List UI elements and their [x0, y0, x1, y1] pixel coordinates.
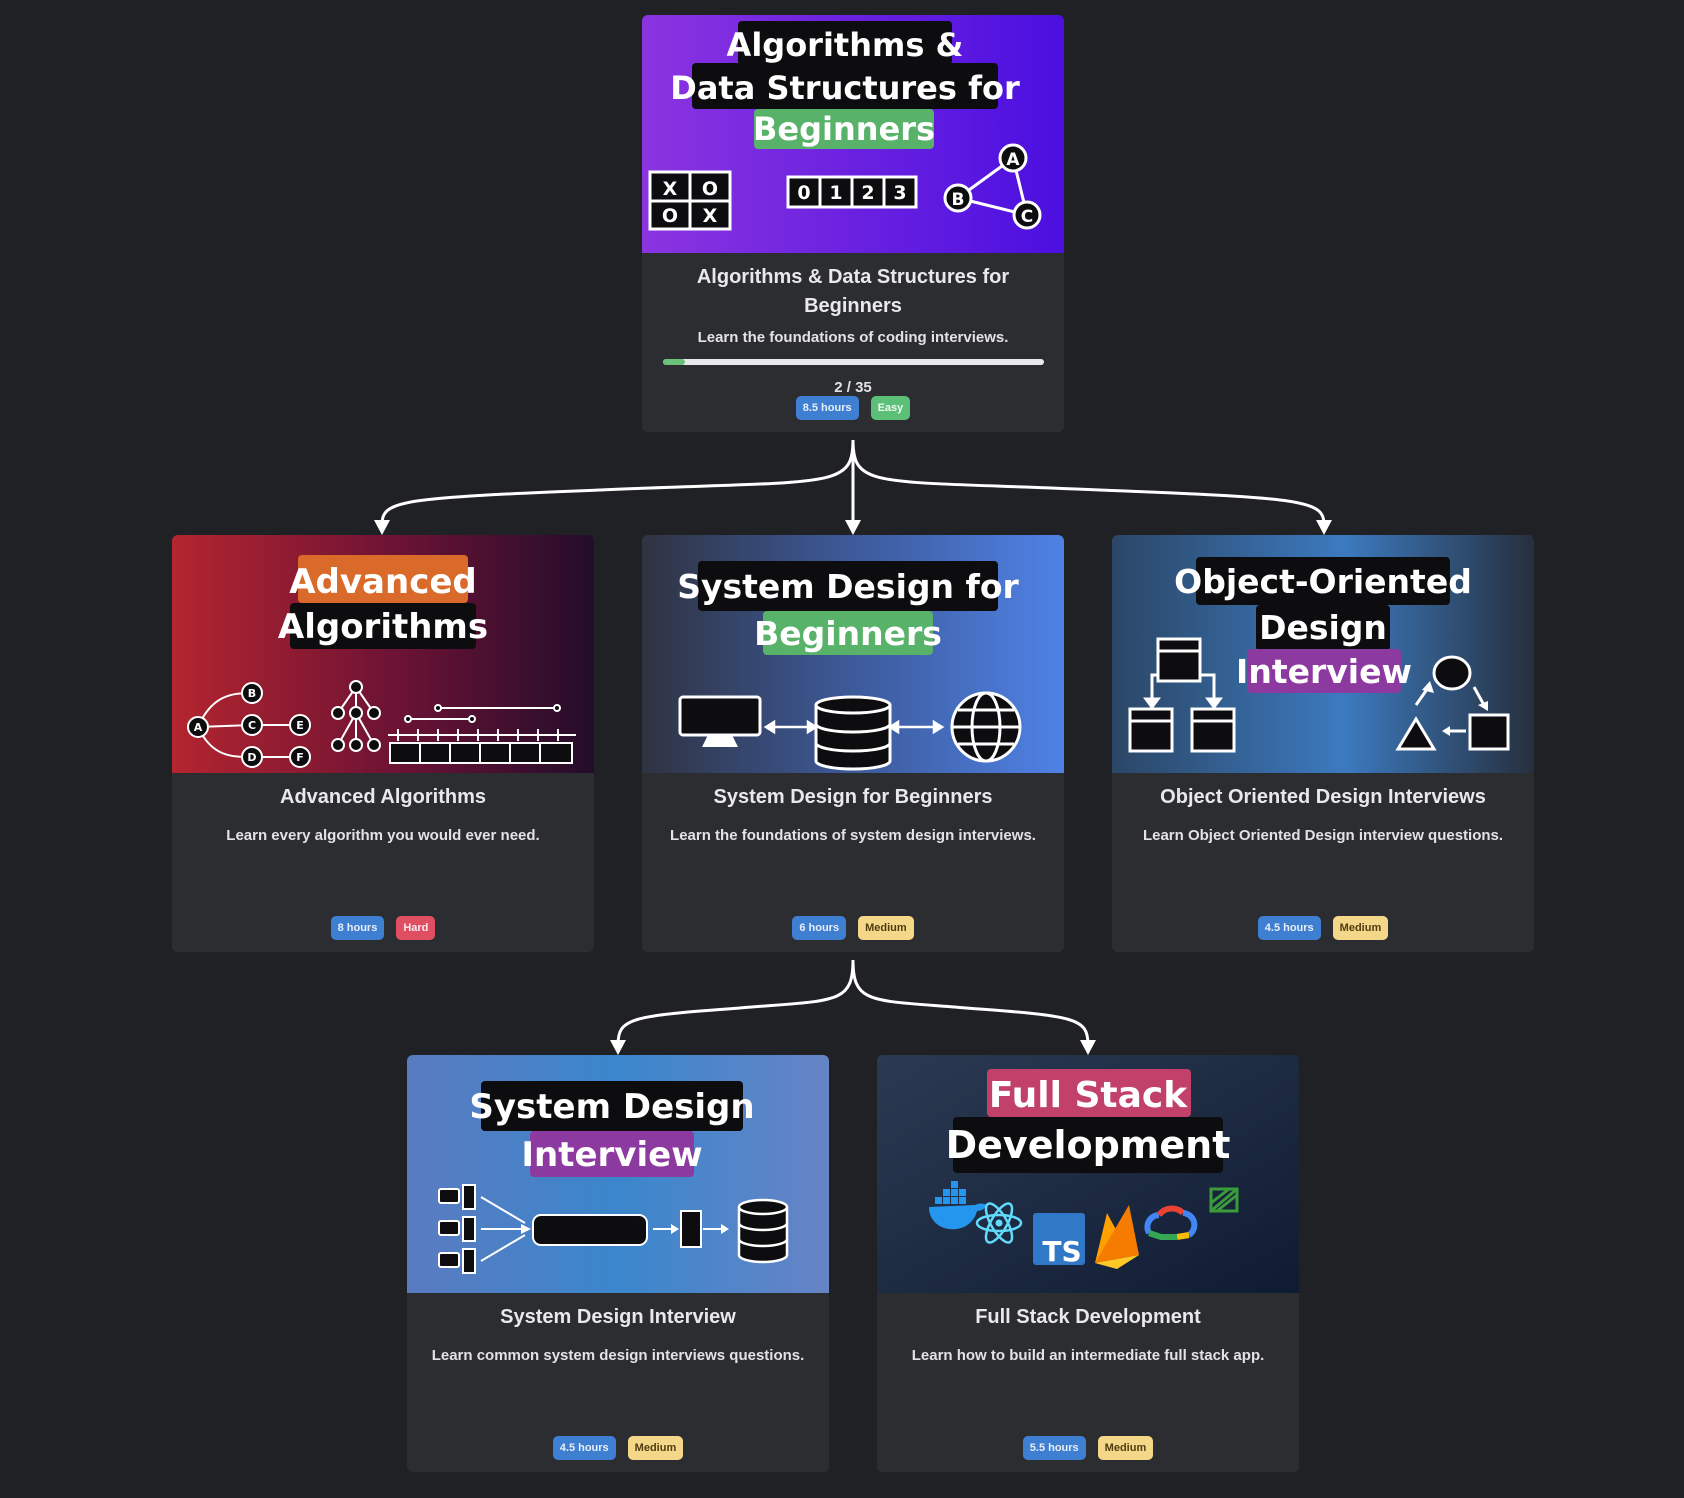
svg-text:B: B	[248, 687, 256, 700]
progress-count: 2 / 35	[834, 379, 872, 396]
globe-icon	[950, 691, 1022, 763]
svg-text:F: F	[296, 751, 304, 764]
react-icon	[975, 1202, 1023, 1244]
svg-text:E: E	[296, 719, 304, 732]
tic-tac-toe-icon: X O O X	[648, 170, 732, 231]
google-cloud-icon	[1144, 1205, 1198, 1240]
badge-row: 4.5 hours Medium	[1112, 916, 1534, 940]
badge-row: 8 hours Hard	[172, 916, 594, 940]
difficulty-badge: Hard	[396, 916, 436, 940]
clients-icon	[438, 1184, 476, 1274]
course-card-algorithms-beginners[interactable]: Algorithms & Data Structures for Beginne…	[642, 15, 1064, 432]
course-title: Algorithms & Data Structures for Beginne…	[696, 266, 1010, 317]
difficulty-badge: Easy	[870, 396, 911, 420]
difficulty-badge: Medium	[1097, 1436, 1154, 1460]
course-title: System Design Interview	[500, 1306, 736, 1328]
graph-icon: A B C	[943, 143, 1042, 230]
course-description: Learn the foundations of system design i…	[670, 827, 1036, 844]
svg-text:0: 0	[797, 182, 810, 204]
difficulty-badge: Medium	[858, 916, 914, 940]
banner-line-3: Beginners	[753, 110, 935, 148]
badge-row: 4.5 hours Medium	[407, 1436, 829, 1460]
progress-bar-fill	[663, 359, 685, 365]
banner-line-1: Full Stack	[989, 1075, 1188, 1116]
firebase-icon	[1095, 1205, 1139, 1269]
ffmpeg-icon	[1209, 1187, 1239, 1213]
course-description: Learn common system design interviews qu…	[431, 1347, 805, 1364]
difficulty-badge: Medium	[627, 1436, 684, 1460]
badge-row: 8.5 hours Easy	[642, 396, 1064, 420]
course-card-system-design-beginners[interactable]: System Design for Beginners	[642, 535, 1064, 952]
course-card-system-design-interview[interactable]: System Design Interview	[407, 1055, 829, 1472]
course-banner: Object-Oriented Design Interview	[1112, 535, 1534, 773]
course-description: Learn Object Oriented Design interview q…	[1142, 827, 1504, 844]
banner-line-1: Algorithms &	[727, 26, 964, 64]
course-banner: System Design Interview	[407, 1055, 829, 1293]
course-card-object-oriented-design[interactable]: Object-Oriented Design Interview	[1112, 535, 1534, 952]
svg-text:A: A	[194, 721, 203, 734]
shapes-cycle-icon	[1395, 655, 1510, 751]
array-icon: 0 1 2 3	[786, 175, 918, 209]
svg-text:D: D	[247, 751, 256, 764]
banner-line-1: System Design for	[677, 567, 1019, 606]
svg-text:C: C	[1021, 207, 1033, 227]
database-icon	[737, 1198, 789, 1264]
monitor-icon	[678, 695, 762, 747]
progress-bar	[663, 359, 1044, 365]
banner-line-2: Beginners	[754, 614, 942, 653]
course-description: Learn how to build an intermediate full …	[911, 1347, 1265, 1364]
server-icon	[680, 1210, 702, 1248]
badge-row: 6 hours Medium	[642, 916, 1064, 940]
queue-icon	[532, 1214, 648, 1246]
svg-text:X: X	[703, 205, 718, 227]
class-hierarchy-icon	[1128, 637, 1236, 753]
banner-line-1: Object-Oriented	[1174, 562, 1472, 601]
banner-line-2: Interview	[521, 1135, 702, 1175]
course-banner: Advanced Algorithms A B C D E F	[172, 535, 594, 773]
course-title: Full Stack Development	[975, 1306, 1201, 1328]
svg-text:A: A	[1006, 150, 1020, 170]
difficulty-badge: Medium	[1332, 916, 1389, 940]
database-icon	[814, 695, 892, 771]
course-description: Learn every algorithm you would ever nee…	[226, 827, 540, 844]
course-banner: Algorithms & Data Structures for Beginne…	[642, 15, 1064, 253]
banner-line-2: Data Structures for	[670, 69, 1020, 107]
svg-text:1: 1	[829, 182, 842, 204]
course-card-full-stack[interactable]: Full Stack Development TS	[877, 1055, 1299, 1472]
svg-text:X: X	[663, 178, 678, 200]
svg-text:O: O	[662, 205, 678, 227]
duration-badge: 6 hours	[792, 916, 847, 940]
svg-text:O: O	[702, 178, 718, 200]
binary-tree-icon	[331, 680, 381, 752]
duration-badge: 5.5 hours	[1022, 1436, 1086, 1460]
course-title: System Design for Beginners	[713, 786, 993, 808]
svg-text:2: 2	[861, 182, 874, 204]
svg-text:3: 3	[893, 182, 906, 204]
interval-array-icon	[388, 704, 576, 764]
svg-text:TS: TS	[1042, 1235, 1081, 1268]
banner-line-2: Development	[946, 1123, 1231, 1167]
course-description: Learn the foundations of coding intervie…	[697, 329, 1009, 346]
duration-badge: 8 hours	[330, 916, 385, 940]
course-card-advanced-algorithms[interactable]: Advanced Algorithms A B C D E F	[172, 535, 594, 952]
typescript-icon: TS	[1033, 1213, 1085, 1268]
banner-line-2: Algorithms	[278, 607, 488, 647]
svg-text:C: C	[248, 719, 256, 732]
duration-badge: 8.5 hours	[795, 396, 859, 420]
banner-line-2: Design	[1259, 608, 1387, 647]
duration-badge: 4.5 hours	[552, 1436, 616, 1460]
banner-line-1: System Design	[469, 1087, 754, 1127]
docker-icon	[929, 1181, 987, 1230]
duration-badge: 4.5 hours	[1257, 916, 1321, 940]
banner-line-3: Interview	[1236, 652, 1412, 691]
course-banner: System Design for Beginners	[642, 535, 1064, 773]
banner-line-1: Advanced	[289, 562, 477, 602]
badge-row: 5.5 hours Medium	[877, 1436, 1299, 1460]
course-banner: Full Stack Development TS	[877, 1055, 1299, 1293]
course-title: Object Oriented Design Interviews	[1160, 786, 1486, 808]
course-title: Advanced Algorithms	[280, 786, 486, 808]
svg-text:B: B	[952, 190, 965, 210]
